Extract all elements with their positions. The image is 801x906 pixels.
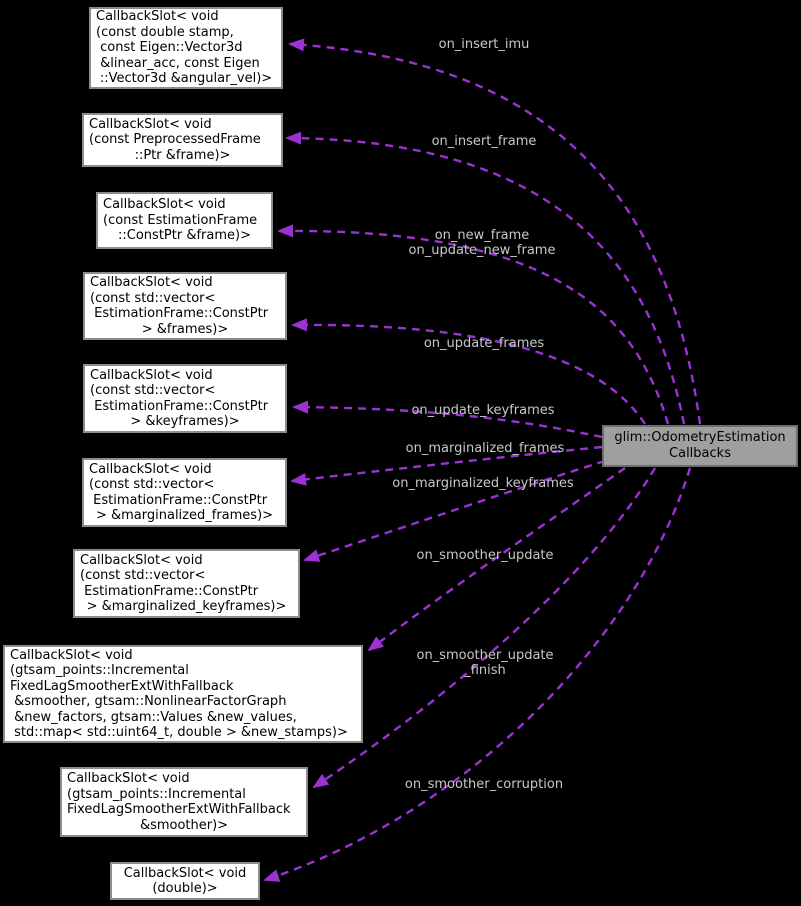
node-line: CallbackSlot< void [96,9,219,25]
edge-on-new-frame [277,224,670,425]
node-line: (double)> [152,881,218,896]
node-line: > &keyframes)> [130,414,240,429]
edge-label-on-smoother-update: on_smoother_update [416,548,554,563]
node-line: glim::OdometryEstimation [614,430,786,445]
node-callbackslot-double[interactable]: CallbackSlot< void (double)> [110,862,260,900]
node-callbackslot-smoother-update[interactable]: CallbackSlot< void (gtsam_points::Increm… [3,645,363,743]
edge-label-on-update-frames: on_update_frames [423,336,545,351]
node-line: (const std::vector< [80,568,206,583]
edge-label-on-smoother-update-finish: on_smoother_update _finish [416,648,554,678]
node-line: CallbackSlot< void [67,771,190,786]
node-callbackslot-frames[interactable]: CallbackSlot< void (const std::vector< E… [83,272,287,340]
node-line: CallbackSlot< void [123,865,247,881]
node-line: (const EstimationFrame [103,212,258,228]
node-line: CallbackSlot< void [90,275,213,290]
node-callbackslot-imu[interactable]: CallbackSlot< void (const double stamp, … [89,7,283,89]
node-line: CallbackSlot< void [10,647,133,663]
edge-on-insert-imu [288,38,702,425]
edge-label-on-update-keyframes: on_update_keyframes [411,403,555,418]
node-callbackslot-marginalized-keyframes[interactable]: CallbackSlot< void (const std::vector< E… [73,549,300,618]
node-glim-odometry-estimation-callbacks: glim::OdometryEstimation Callbacks [602,425,798,467]
edge-on-marginalized-frames [290,445,603,486]
node-line: CallbackSlot< void [89,461,212,477]
node-line: (gtsam_points::Incremental [10,663,189,678]
node-line: CallbackSlot< void [103,197,226,213]
node-callbackslot-insert-frame[interactable]: CallbackSlot< void (const PreprocessedFr… [82,113,283,167]
edge-on-update-keyframes [292,400,603,439]
edge-on-marginalized-keyframes [303,459,606,562]
node-line: EstimationFrame::ConstPtr [89,492,268,508]
node-line: (gtsam_points::Incremental [67,786,246,802]
node-line: (const std::vector< [89,477,215,492]
node-callbackslot-smoother[interactable]: CallbackSlot< void (gtsam_points::Increm… [60,767,308,837]
node-line: &linear_acc, const Eigen [96,55,260,71]
node-line: > &frames)> [141,321,229,337]
node-line: CallbackSlot< void [90,367,213,383]
node-line: CallbackSlot< void [89,116,212,132]
node-line: FixedLagSmootherExtWithFallback [10,678,234,694]
node-line: EstimationFrame::ConstPtr [90,398,269,414]
node-callbackslot-keyframes[interactable]: CallbackSlot< void (const std::vector< E… [83,364,287,433]
node-callbackslot-marginalized-frames[interactable]: CallbackSlot< void (const std::vector< E… [82,458,287,527]
edge-label-on-smoother-corruption: on_smoother_corruption [404,777,564,792]
node-line: const Eigen::Vector3d [96,40,243,56]
node-line: ::Ptr &frame)> [134,147,231,163]
node-line: CallbackSlot< void [80,552,203,568]
node-line: (const std::vector< [90,290,216,306]
node-line: Callbacks [669,446,731,461]
edge-on-update-frames [291,318,647,425]
node-line: ::Vector3d &angular_vel)> [99,71,273,87]
edge-label-on-insert-frame: on_insert_frame [431,134,537,149]
node-line: &smoother)> [139,817,229,833]
node-line: EstimationFrame::ConstPtr [80,583,259,599]
edge-label-on-new-frame: on_new_frame on_update_new_frame [408,228,556,258]
node-line: &new_factors, gtsam::Values &new_values, [10,709,297,725]
node-line: &smoother, gtsam::NonlinearFactorGraph [10,694,287,709]
edge-label-on-insert-imu: on_insert_imu [438,37,530,52]
node-line: std::map< std::uint64_t, double > &new_s… [10,725,348,740]
node-line: (const PreprocessedFrame [89,132,261,148]
edge-label-on-marginalized-keyframes: on_marginalized_keyframes [392,476,574,491]
node-line: > &marginalized_keyframes)> [86,599,287,614]
node-line: EstimationFrame::ConstPtr [90,306,269,321]
edge-label-on-marginalized-frames: on_marginalized_frames [405,441,565,456]
node-line: (const std::vector< [90,383,216,398]
node-callbackslot-new-frame[interactable]: CallbackSlot< void (const EstimationFram… [96,192,273,249]
node-line: (const double stamp, [96,24,234,40]
node-line: > &marginalized_frames)> [95,508,274,523]
node-line: ::ConstPtr &frame)> [118,228,251,244]
edge-on-smoother-update [367,467,626,652]
node-line: FixedLagSmootherExtWithFallback [67,802,291,817]
edge-on-smoother-update-finish [312,467,657,789]
edge-on-insert-frame [285,131,686,425]
edge-on-smoother-corruption [263,467,692,882]
